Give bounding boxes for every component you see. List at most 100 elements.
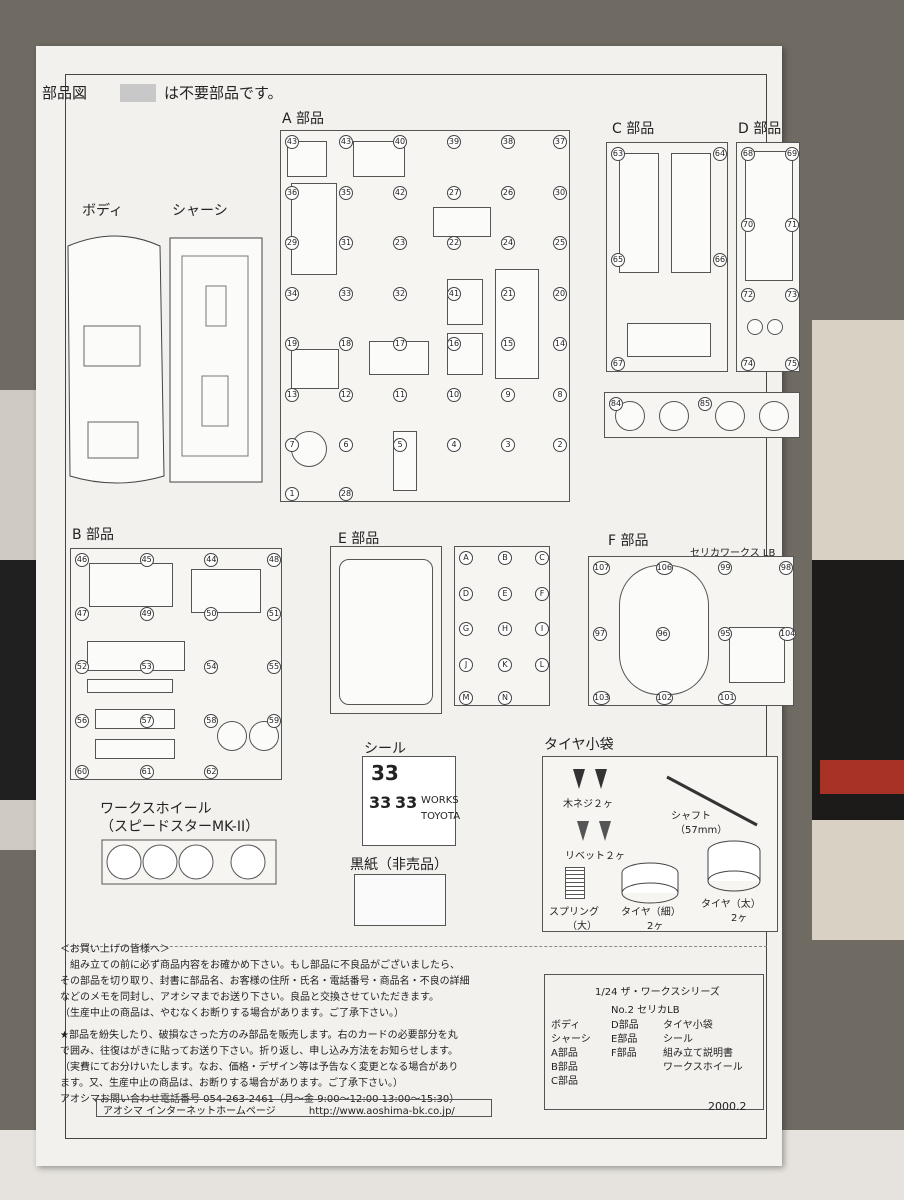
part-number: 33 bbox=[339, 286, 353, 301]
order-card-col2: D部品 E部品 F部品 bbox=[611, 1019, 639, 1061]
part-number: 43 bbox=[285, 135, 299, 149]
part-number: 106 bbox=[655, 561, 673, 575]
part-number: 75 bbox=[785, 357, 799, 371]
part-number: 23 bbox=[393, 236, 407, 251]
rivet-label: リベット２ヶ bbox=[565, 851, 625, 862]
a-parts-label: A 部品 bbox=[282, 111, 325, 127]
part-number: 1 bbox=[285, 487, 299, 501]
part-number: E bbox=[498, 586, 512, 601]
part-number: 2 bbox=[553, 438, 567, 453]
order-card-item: E部品 bbox=[611, 1034, 638, 1045]
part-number: 12 bbox=[339, 387, 353, 402]
decal-toyota: TOYOTA bbox=[421, 811, 461, 822]
part-number: 85 bbox=[698, 397, 712, 411]
chassis-label: シャーシ bbox=[172, 203, 228, 219]
part-number: 62 bbox=[204, 765, 219, 779]
e-parts-label: E 部品 bbox=[338, 531, 380, 547]
decal-number-1: 33 bbox=[371, 761, 399, 785]
notice-line: で囲み、往復はがきに貼ってお送り下さい。折り返し、申し込み方法をお知らせします。 bbox=[60, 1046, 458, 1057]
shaft-size: （57mm） bbox=[675, 825, 728, 836]
part-number: 51 bbox=[267, 606, 281, 621]
part-number: 48 bbox=[267, 553, 281, 567]
decal-sheet: 33 33 33 WORKS TOYOTA bbox=[362, 756, 460, 846]
black-paper-label: 黒紙（非売品） bbox=[350, 857, 448, 873]
part-number: 44 bbox=[204, 553, 219, 567]
wood-screw-label: 木ネジ２ヶ bbox=[563, 799, 613, 810]
notice-line: ★部品を紛失したり、破損なさった方のみ部品を販売します。右のカードの必要部分を丸 bbox=[60, 1030, 458, 1041]
f-sticker-label: セリカワークス LB bbox=[690, 548, 776, 559]
body-label: ボディ bbox=[82, 203, 124, 219]
spring-size: （大） bbox=[567, 921, 597, 932]
part-number: 60 bbox=[75, 765, 89, 779]
background-box-red-label bbox=[820, 760, 904, 794]
part-number: 46 bbox=[75, 553, 89, 567]
shaft-label: シャフト bbox=[671, 811, 711, 822]
part-number: N bbox=[498, 691, 512, 705]
homepage-label: アオシマ インターネットホームページ bbox=[103, 1106, 276, 1117]
part-number: 99 bbox=[718, 561, 733, 575]
background-box-left-dark bbox=[0, 560, 40, 800]
part-number: 95 bbox=[718, 627, 733, 641]
tire-thick-qty: 2ヶ bbox=[731, 913, 748, 924]
part-number: 31 bbox=[339, 236, 353, 251]
part-number: 24 bbox=[501, 236, 515, 251]
works-wheel-sprue bbox=[101, 839, 277, 885]
part-number: 26 bbox=[501, 185, 515, 200]
part-number: 27 bbox=[447, 185, 461, 200]
works-wheel-label: ワークスホイール bbox=[100, 801, 212, 817]
order-card-item: F部品 bbox=[611, 1048, 637, 1059]
part-number: 49 bbox=[139, 606, 154, 621]
part-number: 64 bbox=[713, 147, 727, 161]
part-number: 45 bbox=[139, 553, 154, 567]
order-card-item: 組み立て説明書 bbox=[663, 1048, 733, 1059]
part-number: 20 bbox=[553, 286, 567, 301]
notice-line: （実費にてお分けいたします。なお、価格・デザイン等は予告なく変更となる場合があり bbox=[60, 1062, 459, 1073]
part-number: 13 bbox=[285, 387, 299, 402]
decal-label: シール bbox=[364, 741, 406, 757]
order-card-col1: ボディ シャーシ A部品 B部品 C部品 bbox=[551, 1019, 591, 1089]
b-parts-label: B 部品 bbox=[72, 527, 115, 543]
part-number: 66 bbox=[713, 253, 727, 267]
part-number: 61 bbox=[139, 765, 154, 779]
part-number: 14 bbox=[553, 337, 567, 352]
notice-line: その部品を切り取り、封書に部品名、お客様の住所・氏名・電話番号・商品名・不良の詳… bbox=[60, 976, 470, 987]
notice-heading: ＜お買い上げの皆様へ＞ bbox=[60, 944, 170, 955]
part-number: 103 bbox=[593, 691, 611, 705]
tire-thick-icon bbox=[707, 840, 761, 892]
works-wheel-sublabel: （スピードスターMK-II） bbox=[100, 819, 260, 835]
part-number: 65 bbox=[611, 253, 625, 267]
homepage-url[interactable]: http://www.aoshima-bk.co.jp/ bbox=[308, 1106, 455, 1117]
part-number: 52 bbox=[75, 660, 89, 674]
part-number: 98 bbox=[779, 561, 793, 575]
part-number: 47 bbox=[75, 606, 89, 621]
order-card-item: ワークスホイール bbox=[663, 1062, 743, 1073]
part-number: 59 bbox=[267, 713, 281, 728]
part-number: 19 bbox=[285, 337, 299, 352]
part-number: 70 bbox=[741, 217, 755, 232]
part-number: 56 bbox=[75, 713, 89, 728]
part-number: 97 bbox=[593, 627, 607, 641]
part-number: 35 bbox=[339, 185, 353, 200]
part-number: 39 bbox=[447, 135, 461, 149]
order-card: 1/24 ザ・ワークスシリーズ No.2 セリカLB ボディ シャーシ A部品 … bbox=[544, 974, 764, 1110]
part-number: 57 bbox=[139, 713, 154, 728]
part-number: 104 bbox=[779, 627, 797, 641]
part-number: 28 bbox=[339, 487, 353, 501]
decal-works: WORKS bbox=[421, 795, 459, 806]
legend-text: は不要部品です。 bbox=[164, 84, 283, 102]
tire-thin-icon bbox=[621, 862, 679, 904]
notice-divider bbox=[65, 946, 767, 947]
order-card-item: シャーシ bbox=[551, 1034, 591, 1045]
part-number: F bbox=[535, 586, 549, 601]
part-number: M bbox=[459, 691, 473, 705]
part-number: 32 bbox=[393, 286, 407, 301]
part-number: 7 bbox=[285, 438, 299, 453]
rivet-icon bbox=[577, 821, 611, 841]
part-number: 69 bbox=[785, 147, 799, 161]
part-number: 6 bbox=[339, 438, 353, 453]
part-number: 42 bbox=[393, 185, 407, 200]
part-number: K bbox=[498, 657, 512, 672]
